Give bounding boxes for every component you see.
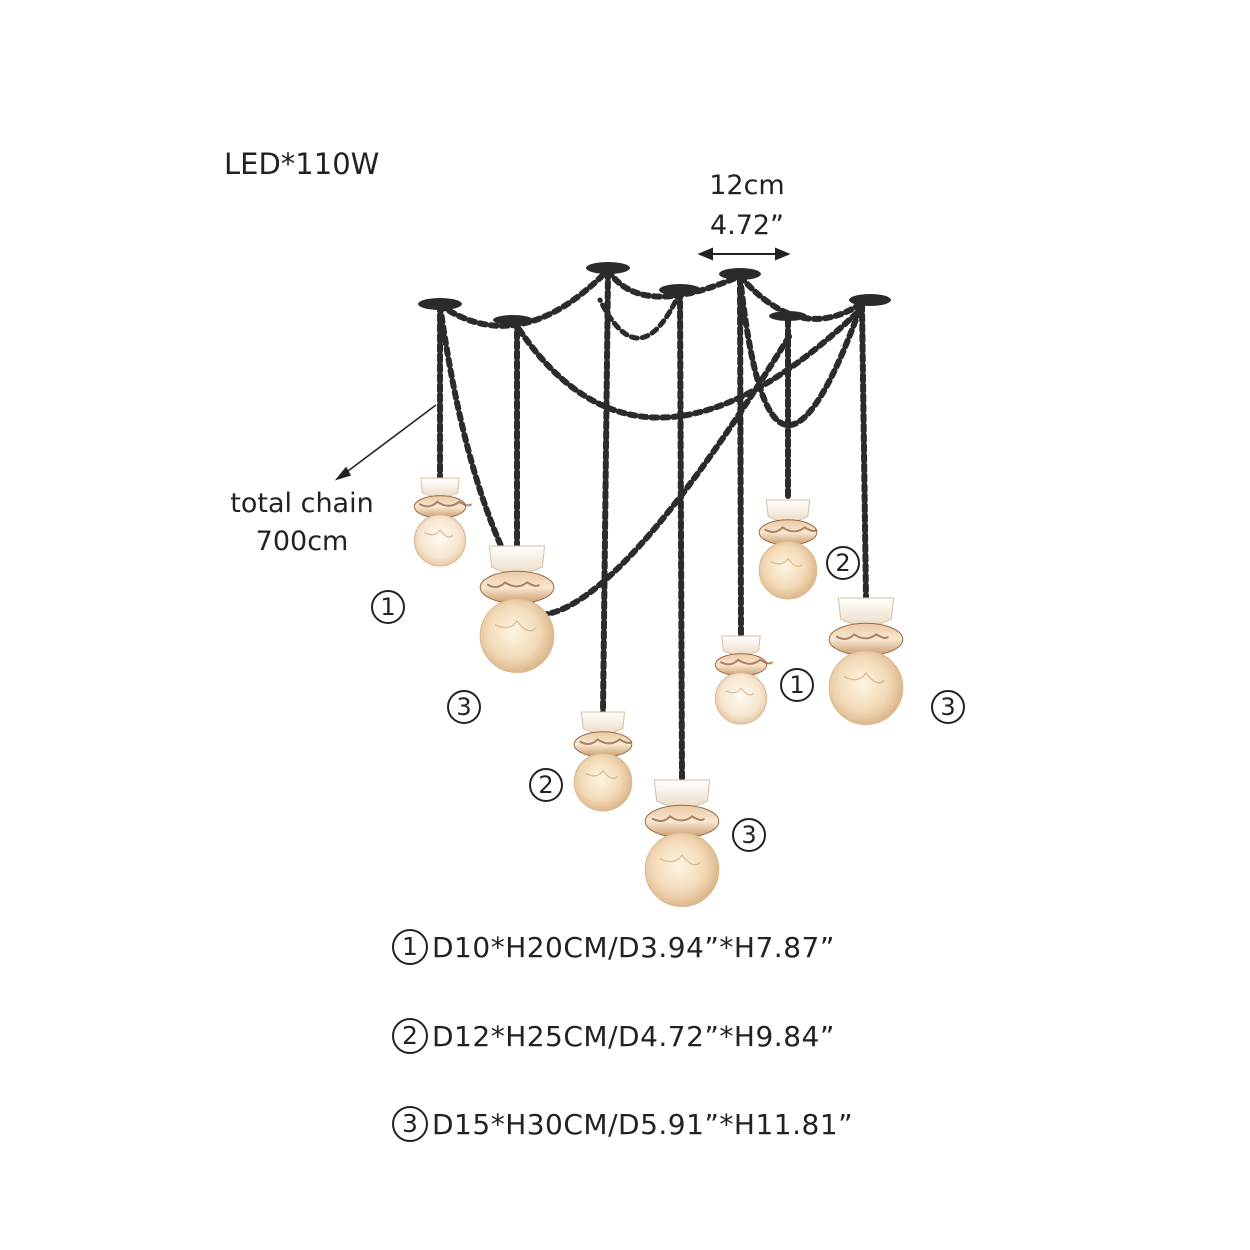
spec-text: D10*H20CM/D3.94”*H7.87”: [432, 930, 835, 964]
lamp-cap: [721, 635, 761, 656]
lamp-vein: [585, 769, 618, 779]
lamp-vein: [725, 687, 755, 696]
lamp-globe: [644, 832, 720, 908]
lamp-cap: [488, 545, 546, 575]
lamp-vein: [486, 581, 540, 588]
lamp-vein: [659, 853, 701, 866]
lamp-vein: [424, 529, 454, 538]
lamp-cap: [653, 779, 711, 809]
spec-number: 1: [392, 929, 428, 965]
ceiling-canopies: [418, 262, 891, 325]
spec-number: 3: [392, 1106, 428, 1142]
lamp-globe: [758, 540, 818, 600]
lamp-vein: [719, 658, 774, 666]
lamp-globe: [479, 598, 555, 674]
lamp-marker: 1: [371, 590, 405, 624]
lamp-marker: 1: [780, 668, 814, 702]
lamp-vein: [494, 619, 536, 632]
spec-row-3: 3 D15*H30CM/D5.91”*H11.81”: [392, 1104, 853, 1144]
spec-number: 2: [392, 1018, 428, 1054]
lamp-marker: 2: [826, 546, 860, 580]
lamp-marker: 2: [529, 768, 563, 802]
lamp-vein: [843, 671, 885, 684]
lamp-vein: [418, 500, 473, 508]
spacing-imperial: 4.72”: [709, 210, 785, 241]
lamp-globe: [413, 514, 467, 567]
lamp-globe: [714, 672, 768, 725]
lamp-cap: [580, 711, 626, 735]
chain-pointer-arrow: [334, 404, 437, 481]
pendant-lamps: [413, 477, 904, 908]
lamp-vein: [579, 738, 633, 745]
lamp-cap: [765, 499, 811, 523]
lamp-vein: [835, 633, 889, 640]
lamp-vein: [651, 815, 705, 822]
lamp-cap: [837, 597, 895, 627]
lamp-vein: [764, 526, 818, 533]
spec-row-2: 2 D12*H25CM/D4.72”*H9.84”: [392, 1016, 835, 1056]
chain-label: total chain: [230, 488, 374, 519]
lamp-marker: 3: [732, 818, 766, 852]
spec-text: D15*H30CM/D5.91”*H11.81”: [432, 1107, 854, 1141]
spacing-dimension-arrow: [697, 247, 791, 261]
spec-text: D12*H25CM/D4.72”*H9.84”: [432, 1019, 835, 1053]
lamp-globe: [573, 752, 633, 812]
spacing-metric: 12cm: [709, 170, 785, 201]
chain-length: 700cm: [255, 526, 349, 557]
lamp-vein: [770, 557, 803, 567]
lamp-globe: [828, 650, 904, 726]
lamp-cap: [420, 477, 460, 498]
lamp-marker: 3: [447, 690, 481, 724]
spec-row-1: 1 D10*H20CM/D3.94”*H7.87”: [392, 927, 835, 967]
power-rating: LED*110W: [224, 147, 380, 181]
lamp-marker: 3: [931, 690, 965, 724]
